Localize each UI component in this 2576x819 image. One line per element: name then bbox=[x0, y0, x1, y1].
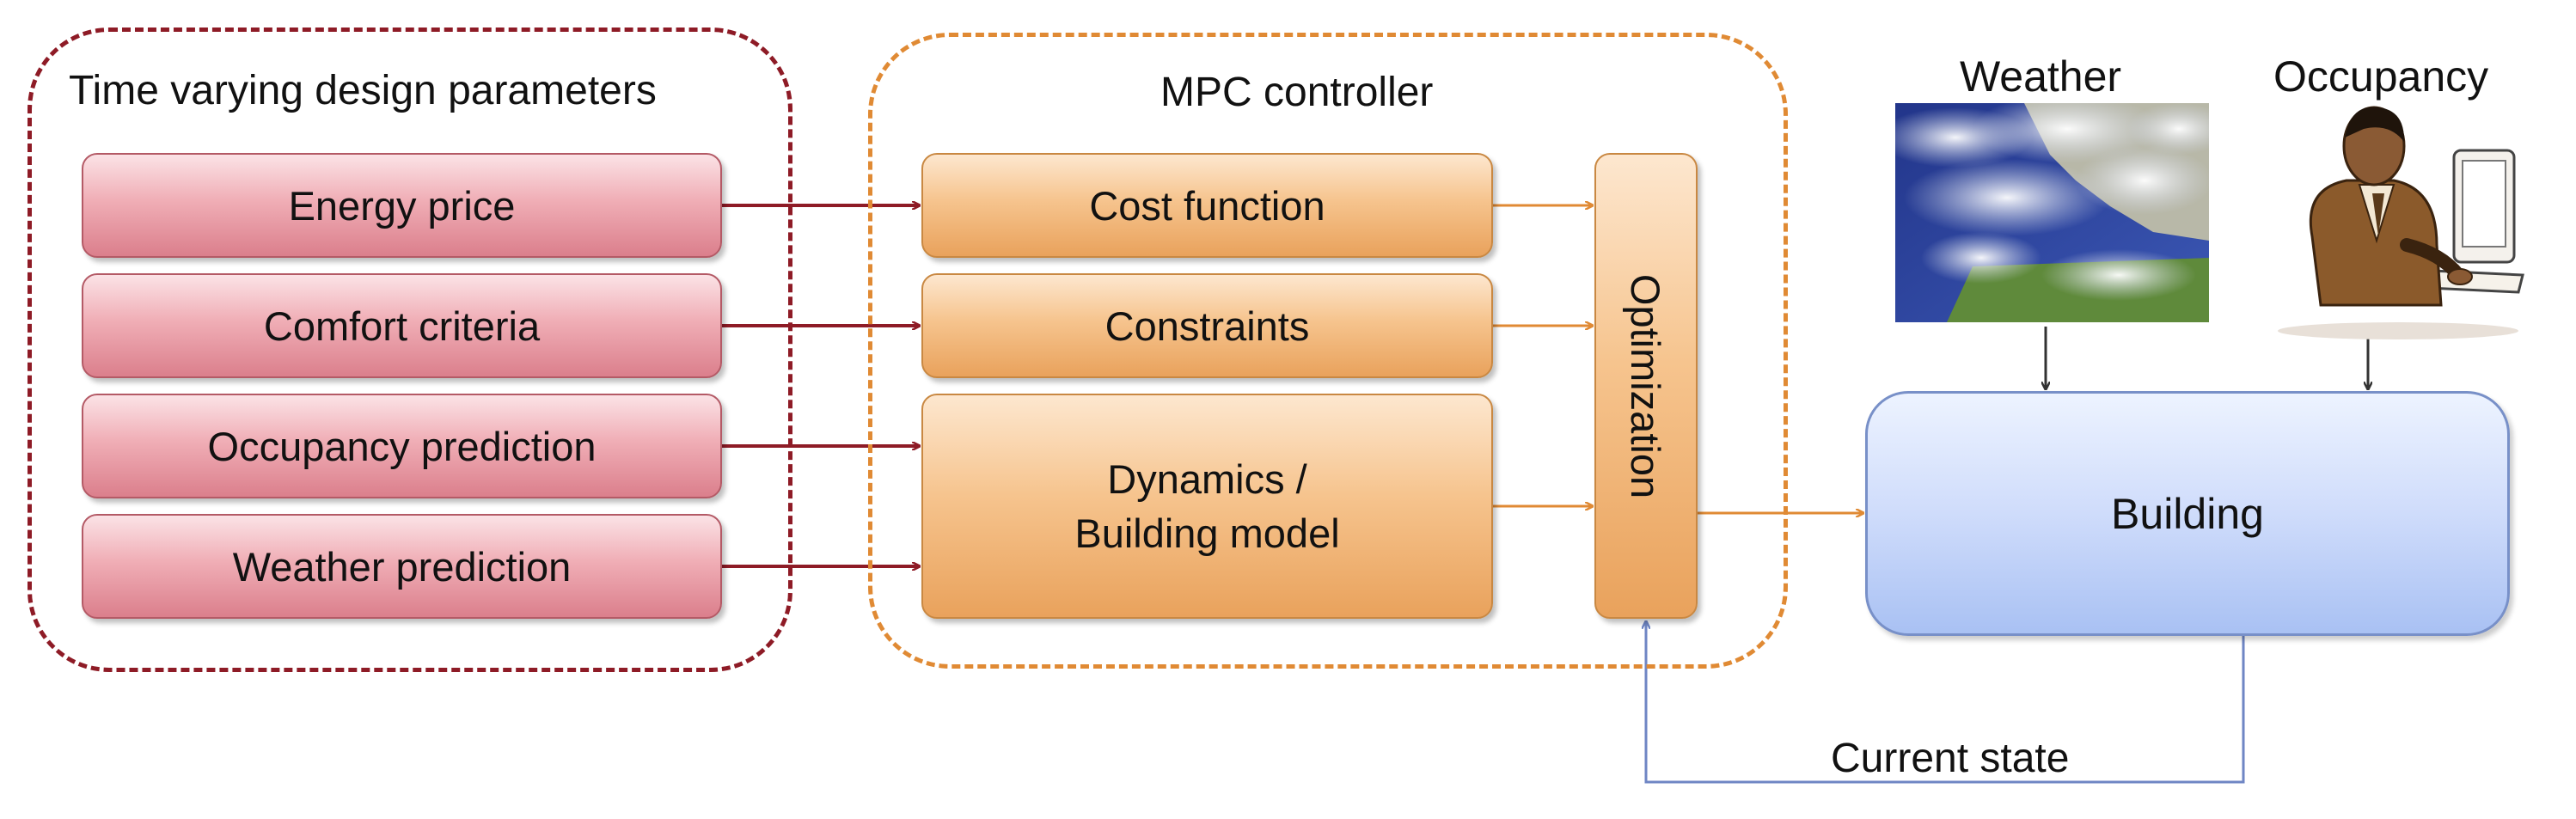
dynamics-label-line1: Dynamics / bbox=[1107, 455, 1307, 502]
feedback-current-state-line bbox=[1646, 621, 2245, 784]
occupancy-person-image bbox=[2278, 106, 2524, 339]
constraints-label: Constraints bbox=[1104, 303, 1310, 349]
occupancy-prediction-label: Occupancy prediction bbox=[207, 423, 597, 469]
building-label: Building bbox=[2111, 489, 2264, 538]
mpc-controller-title: MPC controller bbox=[1160, 70, 1434, 115]
comfort-criteria-box: Comfort criteria bbox=[82, 273, 722, 378]
cost-function-box: Cost function bbox=[921, 153, 1493, 258]
energy-price-box: Energy price bbox=[82, 153, 722, 258]
optimization-label: Optimization bbox=[1623, 273, 1669, 498]
design-parameters-group bbox=[28, 28, 792, 672]
dynamics-building-model-box: Dynamics / Building model bbox=[921, 394, 1493, 619]
design-parameters-title: Time varying design parameters bbox=[69, 68, 657, 113]
weather-satellite-image bbox=[1895, 103, 2209, 322]
mpc-controller-group bbox=[868, 33, 1788, 669]
current-state-label: Current state bbox=[1831, 736, 2070, 781]
weather-prediction-box: Weather prediction bbox=[82, 514, 722, 619]
optimization-box: Optimization bbox=[1594, 153, 1698, 619]
cost-function-label: Cost function bbox=[1089, 182, 1325, 229]
weather-label: Weather bbox=[1960, 52, 2122, 101]
energy-price-label: Energy price bbox=[288, 182, 516, 229]
occupancy-label: Occupancy bbox=[2273, 52, 2489, 101]
constraints-box: Constraints bbox=[921, 273, 1493, 378]
occupancy-prediction-box: Occupancy prediction bbox=[82, 394, 722, 498]
weather-prediction-label: Weather prediction bbox=[232, 543, 572, 590]
dynamics-label-line2: Building model bbox=[1074, 510, 1340, 556]
building-box: Building bbox=[1865, 391, 2510, 636]
comfort-criteria-label: Comfort criteria bbox=[263, 303, 541, 349]
